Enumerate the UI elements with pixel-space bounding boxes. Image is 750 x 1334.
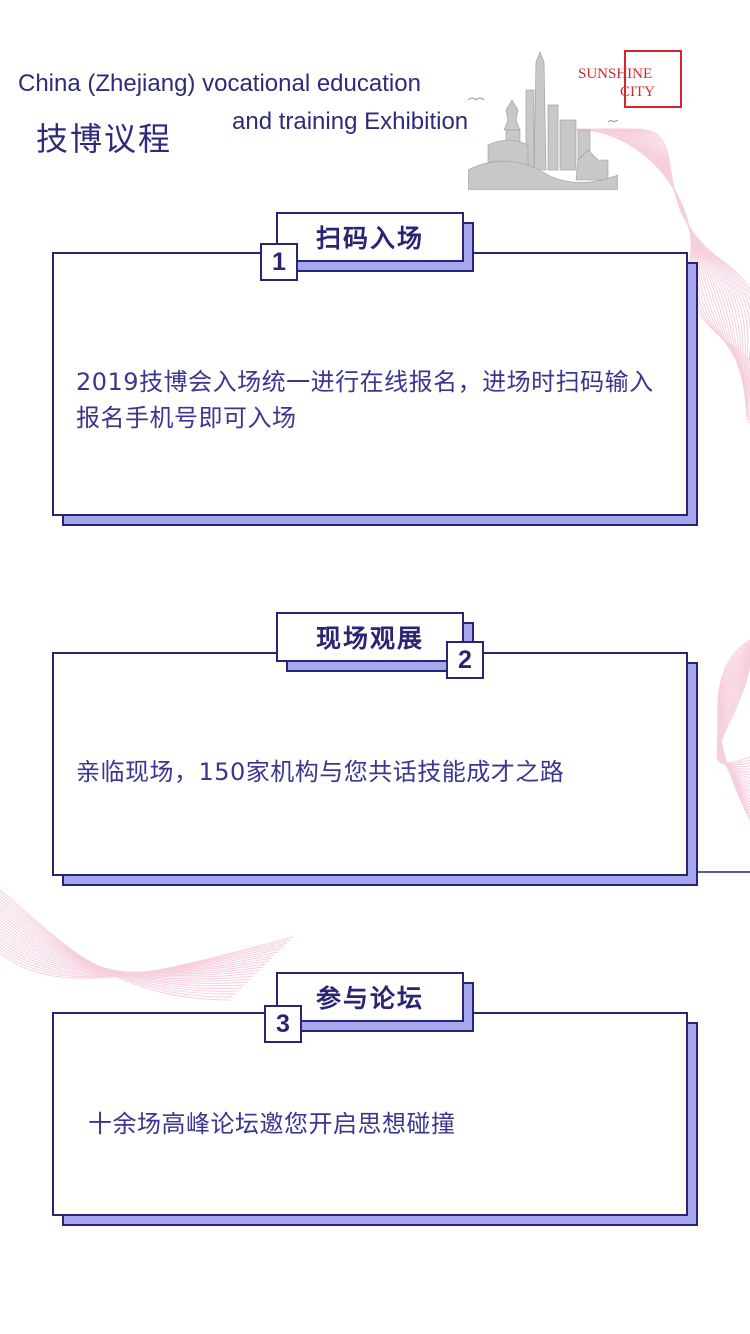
section-title-1: 扫码入场 [276,212,464,262]
section-number-2: 2 [446,641,484,679]
header-title-cn: 技博议程 [36,120,173,158]
logo-text-line1: SUNSHINE [578,66,653,82]
header-title-en-line2: and training Exhibition [232,108,469,135]
section-card-2 [52,652,688,876]
section-number-1: 1 [260,243,298,281]
section-text-1: 2019技博会入场统一进行在线报名，进场时扫码输入报名手机号即可入场 [76,368,654,432]
section-number-3: 3 [264,1005,302,1043]
logo-text-line2: CITY [620,84,655,100]
city-skyline-icon [468,51,618,190]
section-text-2: 亲临现场，150家机构与您共话技能成才之路 [76,758,565,786]
section-title-2: 现场观展 [276,612,464,662]
section-card-3 [52,1012,688,1216]
section-text-3: 十余场高峰论坛邀您开启思想碰撞 [88,1110,456,1138]
header-title-en-line1: China (Zhejiang) vocational education [18,70,421,97]
logo-frame [624,50,682,108]
section-title-3: 参与论坛 [276,972,464,1022]
section-card-1 [52,252,688,516]
